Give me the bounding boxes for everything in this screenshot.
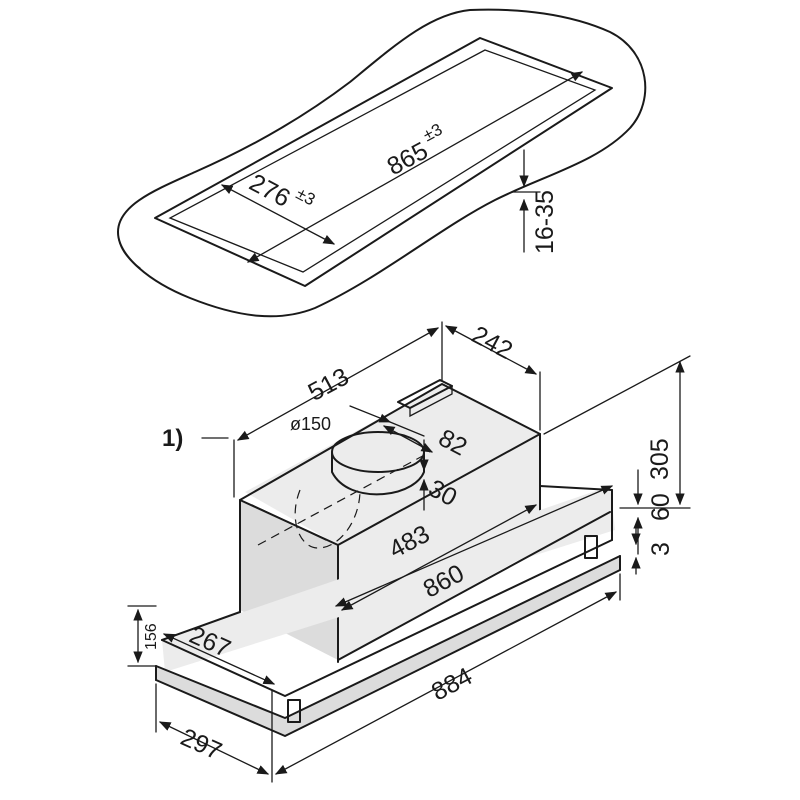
ceiling-panel-edge bbox=[117, 107, 643, 269]
box-top-face bbox=[245, 384, 540, 545]
height-total-label: 305 bbox=[646, 438, 674, 480]
depth-top-label: 513 bbox=[304, 362, 354, 406]
cutout-thickness-label: 16-35 bbox=[531, 190, 559, 254]
ceiling-panel-outline bbox=[117, 8, 647, 318]
cutout-width-tolerance: ±3 bbox=[293, 184, 319, 210]
frame-depth-offset-label: 156 bbox=[143, 623, 160, 650]
frame-height-label: 60 bbox=[647, 493, 675, 521]
ceiling-cutout-panel: 865 ±3 276 ±3 16-35 bbox=[117, 8, 647, 318]
cutout-width-label: 276 bbox=[245, 168, 295, 212]
frame-gap-label: 3 bbox=[647, 542, 675, 556]
note-marker: 1) bbox=[162, 425, 183, 452]
cutout-width-dimension-line bbox=[220, 184, 336, 245]
width-top-label: 242 bbox=[467, 321, 517, 365]
frame-depth-label: 297 bbox=[176, 723, 226, 766]
cutout-length-tolerance: ±3 bbox=[420, 120, 446, 146]
frame-length-label: 884 bbox=[427, 662, 477, 706]
hood-unit: 1) 513 242 305 60 3 bbox=[127, 321, 691, 783]
cutout-length-label: 865 bbox=[383, 137, 433, 181]
duct-diameter-label: ø150 bbox=[290, 414, 331, 434]
